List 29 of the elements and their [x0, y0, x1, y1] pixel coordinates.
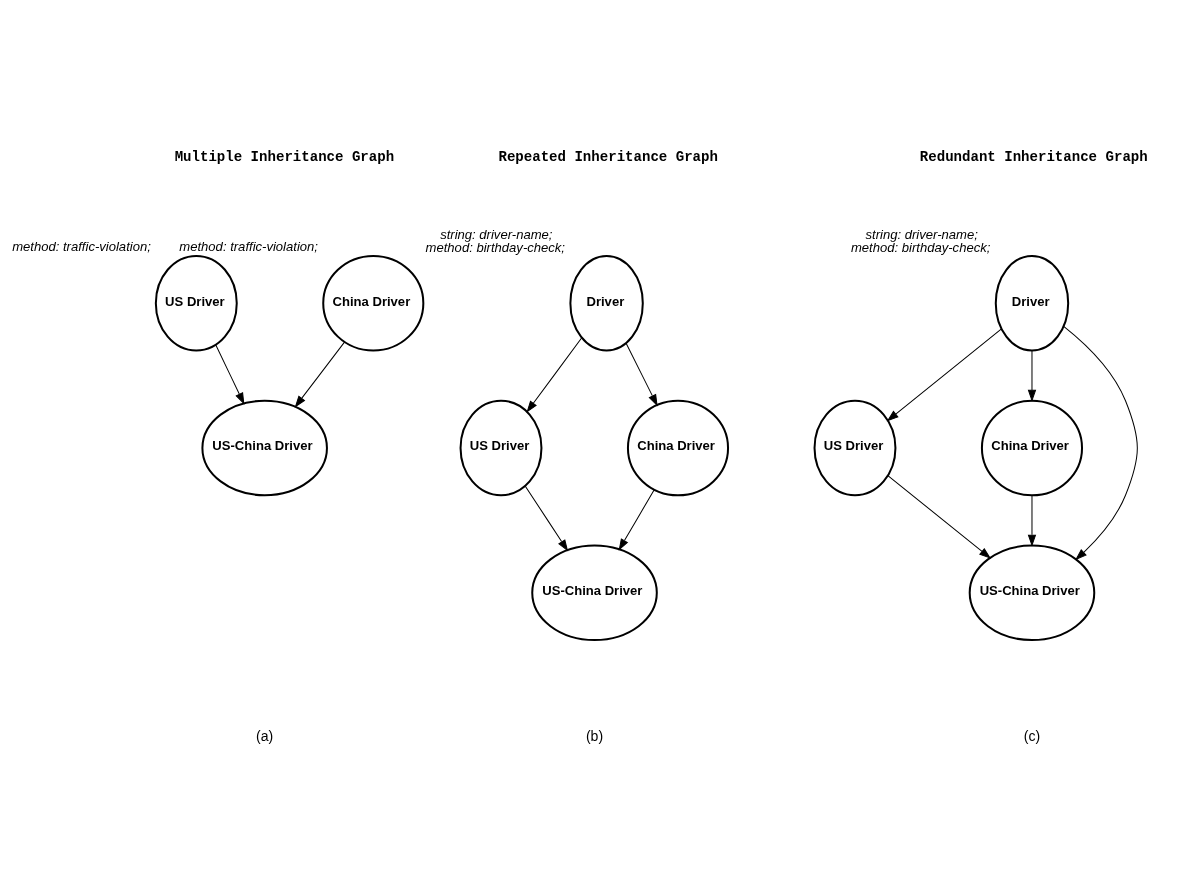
- arrow: [524, 485, 569, 552]
- label: Redundant Inheritance Graph: [919, 148, 1148, 165]
- node-label: method: traffic-violation;: [12, 238, 151, 254]
- node-ellipse: US-China Driver: [531, 544, 658, 641]
- arrow: [886, 328, 1002, 421]
- node-ellipse: Driver: [994, 254, 1070, 351]
- node-ellipse: Driver: [569, 254, 644, 351]
- label: (a): [256, 727, 274, 744]
- arrow: [294, 341, 345, 408]
- node-label: method: traffic-violation;: [179, 238, 318, 254]
- arrow: [1027, 349, 1037, 402]
- node-label: string: driver-name;: [865, 226, 978, 242]
- label: Multiple Inheritance Graph: [174, 148, 395, 165]
- arrow: [887, 474, 992, 559]
- node-circle: China Driver: [980, 399, 1084, 496]
- label: Repeated Inheritance Graph: [498, 148, 718, 165]
- arrow: [215, 343, 245, 405]
- node-circle: China Driver: [322, 254, 425, 351]
- arrow: [1027, 494, 1037, 547]
- arrow: [618, 488, 655, 551]
- arrow: [526, 337, 583, 413]
- node-ellipse: US Driver: [154, 254, 238, 351]
- node-circle: China Driver: [626, 399, 730, 496]
- node-ellipse: US-China Driver: [201, 399, 328, 496]
- label: (b): [585, 727, 604, 744]
- arrow: [625, 342, 658, 406]
- arrow: [1063, 325, 1138, 560]
- node-label: string: driver-name;: [440, 226, 553, 242]
- label: (c): [1023, 727, 1041, 744]
